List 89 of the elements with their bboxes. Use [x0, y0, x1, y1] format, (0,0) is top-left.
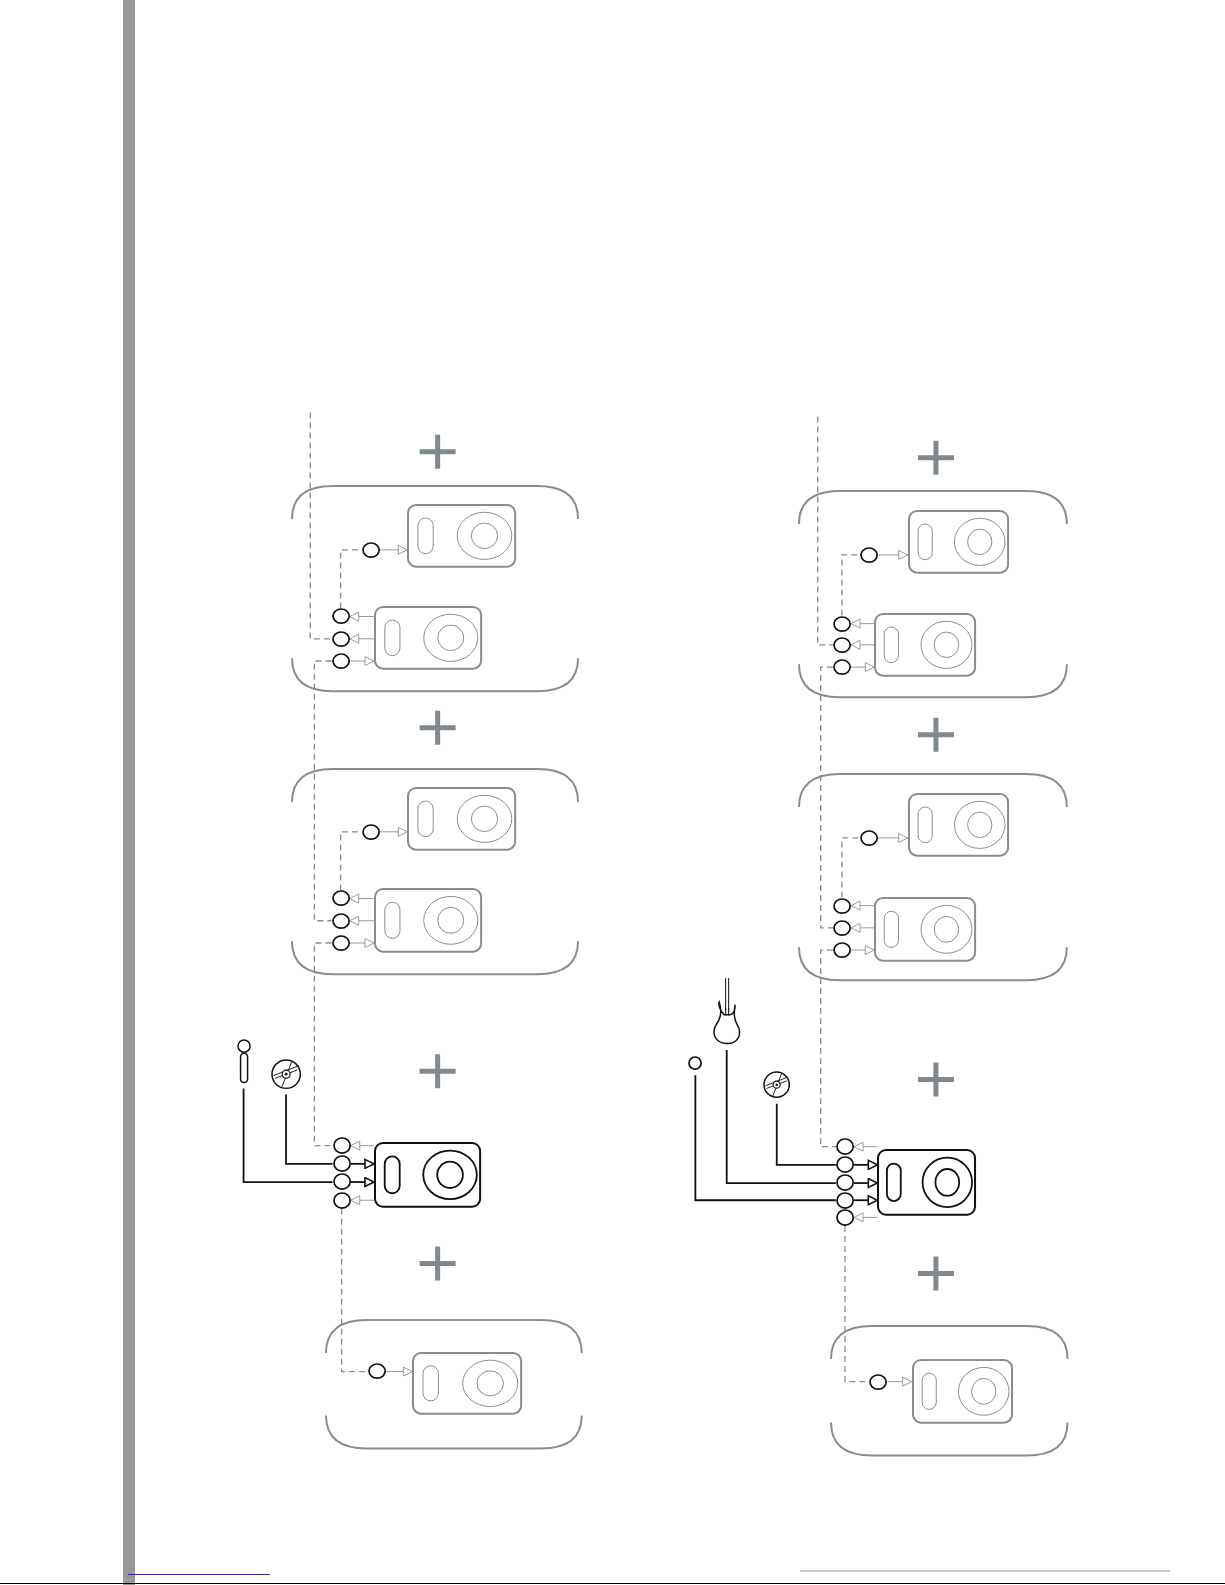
speaker-group: [291, 768, 580, 976]
direction-arrow: [349, 656, 375, 666]
jack-circle: [332, 1137, 351, 1155]
jack-circle: [835, 1138, 855, 1156]
speaker-drawing: [877, 1149, 977, 1216]
cable-line: [725, 1049, 837, 1184]
speaker-drawing: [911, 1359, 1013, 1425]
direction-arrow: [379, 544, 408, 555]
jack-circle: [688, 1056, 703, 1071]
direction-arrow: [853, 1141, 878, 1152]
jack-circle: [332, 1191, 351, 1209]
jack-circle: [361, 823, 380, 840]
disc-icon: [763, 1071, 791, 1099]
speaker-group: [798, 490, 1069, 699]
speaker-drawing: [874, 613, 977, 678]
jack-circle: [332, 1173, 351, 1191]
jack-circle: [860, 546, 879, 563]
dashed-connector: [820, 666, 834, 929]
direction-arrow: [349, 893, 375, 904]
direction-arrow: [349, 611, 375, 622]
dashed-connector: [817, 415, 834, 646]
jack-circle: [367, 1363, 387, 1380]
speaker-drawing: [407, 504, 517, 568]
direction-arrow: [850, 662, 875, 673]
dashed-connector: [313, 942, 334, 1147]
speaker-group: [325, 1319, 584, 1450]
direction-arrow: [385, 1366, 413, 1377]
speaker-drawing: [407, 787, 517, 851]
jack-circle: [331, 912, 350, 929]
direction-arrow: [886, 1376, 913, 1387]
direction-arrow: [349, 1158, 375, 1170]
jack-circle: [331, 652, 350, 670]
microphone-icon: [236, 1039, 251, 1084]
jack-circle: [361, 541, 380, 558]
direction-arrow: [850, 618, 875, 629]
jack-circle: [832, 942, 851, 959]
cable-line: [775, 1102, 837, 1166]
jack-circle: [331, 630, 350, 647]
direction-arrow: [850, 922, 875, 933]
direction-arrow: [349, 915, 375, 926]
speaker-drawing: [907, 510, 1009, 575]
speaker-drawing: [412, 1352, 523, 1415]
jack-circle: [835, 1156, 855, 1174]
direction-arrow: [850, 900, 875, 911]
direction-arrow: [350, 1140, 375, 1151]
direction-arrow: [853, 1177, 879, 1189]
direction-arrow: [853, 1194, 879, 1206]
speaker-drawing: [373, 1142, 482, 1208]
speaker-drawing: [373, 606, 483, 671]
jack-circle: [331, 890, 350, 907]
jack-circle: [835, 1174, 855, 1192]
dashed-connector: [309, 411, 333, 640]
disc-icon: [270, 1059, 302, 1090]
jack-circle: [832, 919, 851, 936]
direction-arrow: [850, 945, 875, 956]
direction-arrow: [877, 549, 909, 560]
cable-line: [694, 1074, 837, 1202]
direction-arrow: [850, 639, 875, 650]
jack-circle: [835, 1191, 855, 1209]
cable-line: [285, 1093, 334, 1165]
direction-arrow: [349, 938, 375, 948]
jack-circle: [331, 608, 350, 625]
jack-circle: [860, 829, 879, 846]
jack-circle: [332, 1155, 351, 1173]
direction-arrow: [349, 1176, 375, 1188]
speaker-group: [798, 773, 1069, 982]
dashed-connector: [820, 949, 837, 1148]
direction-arrow: [877, 832, 909, 843]
speaker-drawing: [874, 896, 977, 962]
jack-circle: [835, 1208, 855, 1226]
jack-circle: [832, 615, 851, 632]
direction-arrow: [853, 1159, 879, 1171]
jack-circle: [832, 897, 851, 914]
dashed-connector: [313, 660, 333, 922]
direction-arrow: [379, 826, 408, 837]
direction-arrow: [349, 633, 375, 644]
direction-arrow: [853, 1212, 878, 1223]
speaker-drawing: [907, 793, 1009, 858]
jack-circle: [331, 934, 350, 952]
cable-line: [242, 1087, 334, 1183]
speaker-group: [291, 485, 580, 693]
guitar-icon: [711, 978, 742, 1046]
speaker-drawing: [373, 888, 483, 954]
jack-circle: [832, 658, 851, 676]
dashed-connector: [841, 837, 861, 899]
jack-circle: [869, 1373, 888, 1390]
jack-circle: [832, 636, 851, 653]
direction-arrow: [350, 1195, 375, 1206]
speaker-group: [829, 1325, 1069, 1457]
